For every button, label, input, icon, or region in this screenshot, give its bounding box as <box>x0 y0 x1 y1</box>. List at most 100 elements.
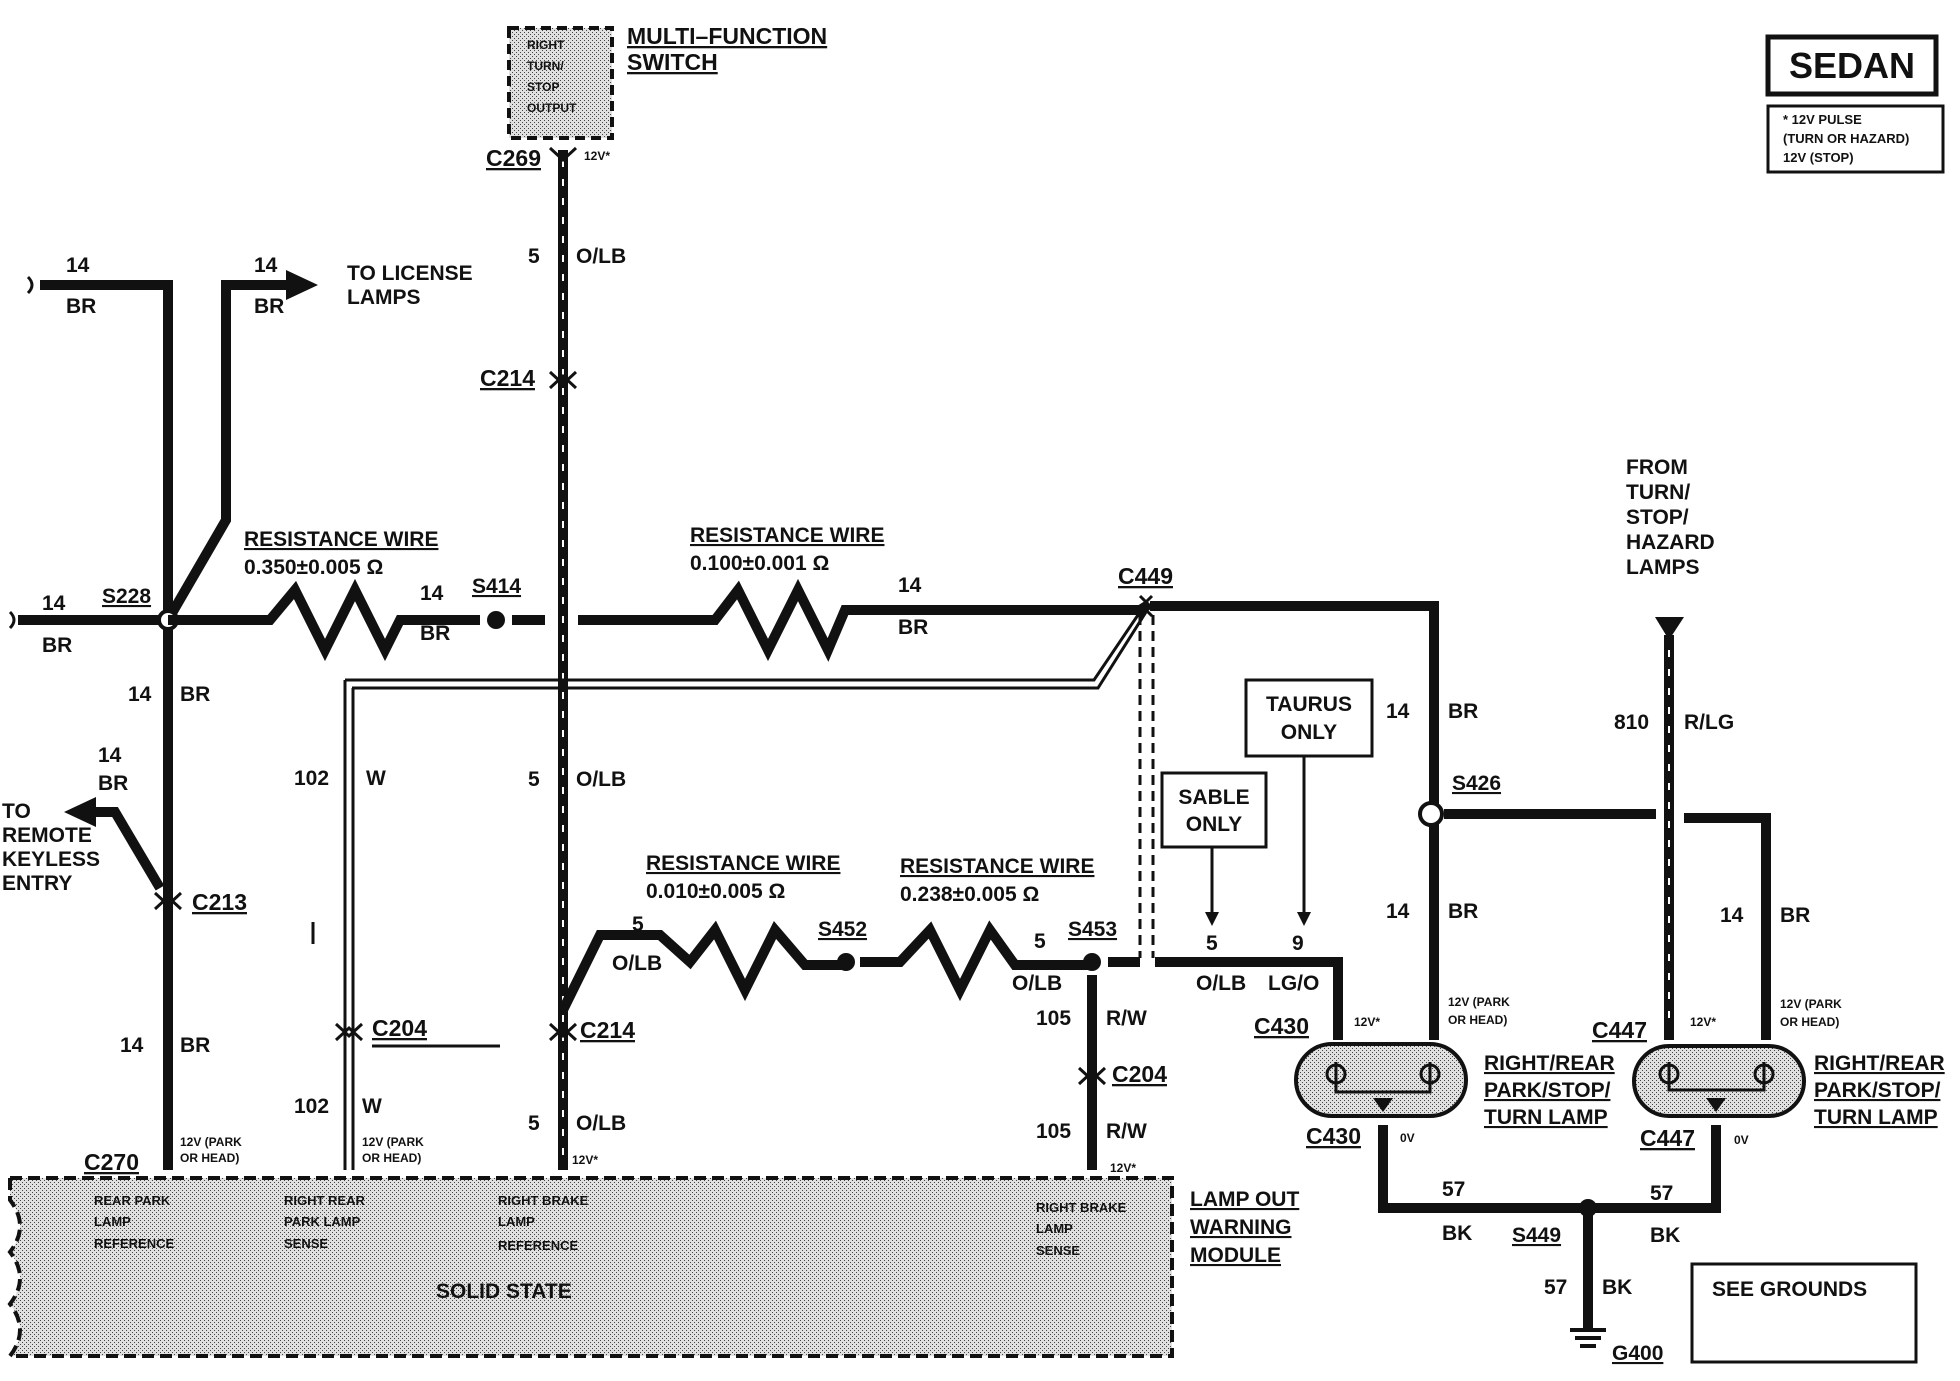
connector-c447-top: C447 <box>1592 1017 1647 1043</box>
wire-br-gauge-8: 14 <box>898 574 922 597</box>
connector-c213-symbol <box>153 891 183 911</box>
see-grounds-box <box>1690 1262 1918 1364</box>
wire-br-color-2: BR <box>254 295 284 318</box>
wire-break-top-left <box>26 275 34 295</box>
connector-c430-top: C430 <box>1254 1013 1309 1039</box>
voltage-c430-zero: 0V <box>1400 1131 1415 1145</box>
voltage-c270-line1: 12V (PARK <box>180 1135 242 1149</box>
wire-br-gauge-10: 14 <box>1386 900 1410 923</box>
from-line1: FROM <box>1626 456 1688 479</box>
wire-rw-gauge-2: 105 <box>1036 1120 1071 1143</box>
wire-lgo <box>1155 957 1343 1040</box>
pin-park-sense-line3: SENSE <box>284 1236 328 1251</box>
from-line3: STOP/ <box>1626 506 1689 529</box>
resistance-wire-3 <box>558 920 845 1013</box>
wire-olb-color-bottom: O/LB <box>576 1112 626 1135</box>
lamp-2-socket-a <box>1658 1063 1680 1085</box>
connector-c204-right: C204 <box>1112 1061 1167 1087</box>
voltage-c447-pulse: 12V* <box>1690 1015 1716 1029</box>
switch-output-line2: TURN/ <box>527 59 564 73</box>
wire-br-color-6: BR <box>98 772 128 795</box>
wire-rlg-color: R/LG <box>1684 711 1734 734</box>
wire-br-color-9: BR <box>1448 700 1478 723</box>
pin-park-sense-line2: PARK LAMP <box>284 1214 361 1229</box>
resistance-wire-4-value: 0.238±0.005 Ω <box>900 883 1039 906</box>
lamp-2-line2: PARK/STOP/ <box>1814 1079 1941 1102</box>
wire-olb-gauge-top: 5 <box>528 245 540 268</box>
switch-output-line1: RIGHT <box>527 38 565 52</box>
splice-s426 <box>1418 801 1444 827</box>
wire-w-vertical <box>343 680 355 1170</box>
wire-br-gauge-1: 14 <box>66 254 90 277</box>
voltage-c270-line2: OR HEAD) <box>180 1151 239 1165</box>
wire-bk-color-2: BK <box>1650 1224 1680 1247</box>
connector-c213: C213 <box>192 889 247 915</box>
lamp-1-line2: PARK/STOP/ <box>1484 1079 1611 1102</box>
connector-c270: C270 <box>84 1149 139 1175</box>
see-grounds-label: SEE GROUNDS <box>1712 1278 1867 1301</box>
wire-w-color-2: W <box>362 1095 382 1118</box>
from-line4: HAZARD <box>1626 531 1715 554</box>
from-line5: LAMPS <box>1626 556 1700 579</box>
resistance-wire-1-value: 0.350±0.005 Ω <box>244 556 383 579</box>
wire-br-color-11: BR <box>1780 904 1810 927</box>
wire-bk-color-1: BK <box>1442 1222 1472 1245</box>
wire-br-color-7: BR <box>180 1034 210 1057</box>
voltage-brake-ref: 12V* <box>572 1153 598 1167</box>
lamp-1-bulb <box>1294 1042 1468 1118</box>
resistance-wire-3-title: RESISTANCE WIRE <box>646 852 840 875</box>
wire-bk-gauge-1: 57 <box>1442 1178 1465 1201</box>
module-title-line2: WARNING <box>1190 1216 1292 1239</box>
legend-note-box <box>1766 104 1945 174</box>
legend-note-line2: (TURN OR HAZARD) <box>1783 131 1909 146</box>
to-license-line1: TO LICENSE <box>347 262 473 285</box>
connector-c214-top: C214 <box>480 365 535 391</box>
taurus-only-box <box>1244 678 1374 758</box>
sable-arrow-icon <box>1205 912 1219 926</box>
rke-line1: TO <box>2 800 31 823</box>
resistance-wire-1-title: RESISTANCE WIRE <box>244 528 438 551</box>
lamp-1-filament <box>1334 1062 1432 1094</box>
wire-br-gauge-7: 14 <box>120 1034 144 1057</box>
sable-line1: SABLE <box>1178 786 1249 809</box>
wire-olb-right-color: O/LB <box>1196 972 1246 995</box>
splice-s414 <box>487 611 505 629</box>
switch-title-line1: MULTI–FUNCTION <box>627 23 827 49</box>
voltage-c447-park-line1: 12V (PARK <box>1780 997 1842 1011</box>
wire-br-gauge-4: 14 <box>420 582 444 605</box>
connector-c204-left: C204 <box>372 1015 427 1041</box>
resistance-wire-2-title: RESISTANCE WIRE <box>690 524 884 547</box>
switch-output-line4: OUTPUT <box>527 101 577 115</box>
wire-break-mid-left <box>8 610 16 630</box>
wire-bk-ground <box>1378 1125 1721 1213</box>
wire-bk-gauge-3: 57 <box>1544 1276 1567 1299</box>
wire-br-right-1 <box>1150 601 1439 1040</box>
pin-rear-park-line2: LAMP <box>94 1214 131 1229</box>
switch-output-line3: STOP <box>527 80 559 94</box>
wire-w-gauge-2: 102 <box>294 1095 329 1118</box>
voltage-c430-park-line1: 12V (PARK <box>1448 995 1510 1009</box>
connector-c269-symbol <box>548 146 578 163</box>
wire-br-color-3: BR <box>42 634 72 657</box>
taurus-gauge: 9 <box>1292 932 1304 955</box>
splice-s414-label: S414 <box>472 575 521 598</box>
from-line2: TURN/ <box>1626 481 1690 504</box>
connector-c214-bottom: C214 <box>580 1017 635 1043</box>
multifunction-switch <box>507 26 614 140</box>
pin-rear-park-line3: REFERENCE <box>94 1236 175 1251</box>
ground-label: G400 <box>1612 1342 1663 1365</box>
splice-s452 <box>837 953 855 971</box>
module-title-line1: LAMP OUT <box>1190 1188 1299 1211</box>
solid-state-label: SOLID STATE <box>436 1280 572 1303</box>
switch-voltage: 12V* <box>584 149 610 163</box>
lamp-2-socket-b <box>1753 1063 1775 1085</box>
wire-br-gauge-3: 14 <box>42 592 66 615</box>
wire-bk-gauge-2: 57 <box>1650 1182 1673 1205</box>
c449-dashed-link <box>1138 615 1155 958</box>
pin-rear-park-line1: REAR PARK <box>94 1193 171 1208</box>
wire-br-color-1: BR <box>66 295 96 318</box>
taurus-arrow-icon <box>1297 912 1311 926</box>
lamp-2-filament <box>1667 1062 1766 1092</box>
lamp-2-bulb <box>1632 1044 1806 1118</box>
